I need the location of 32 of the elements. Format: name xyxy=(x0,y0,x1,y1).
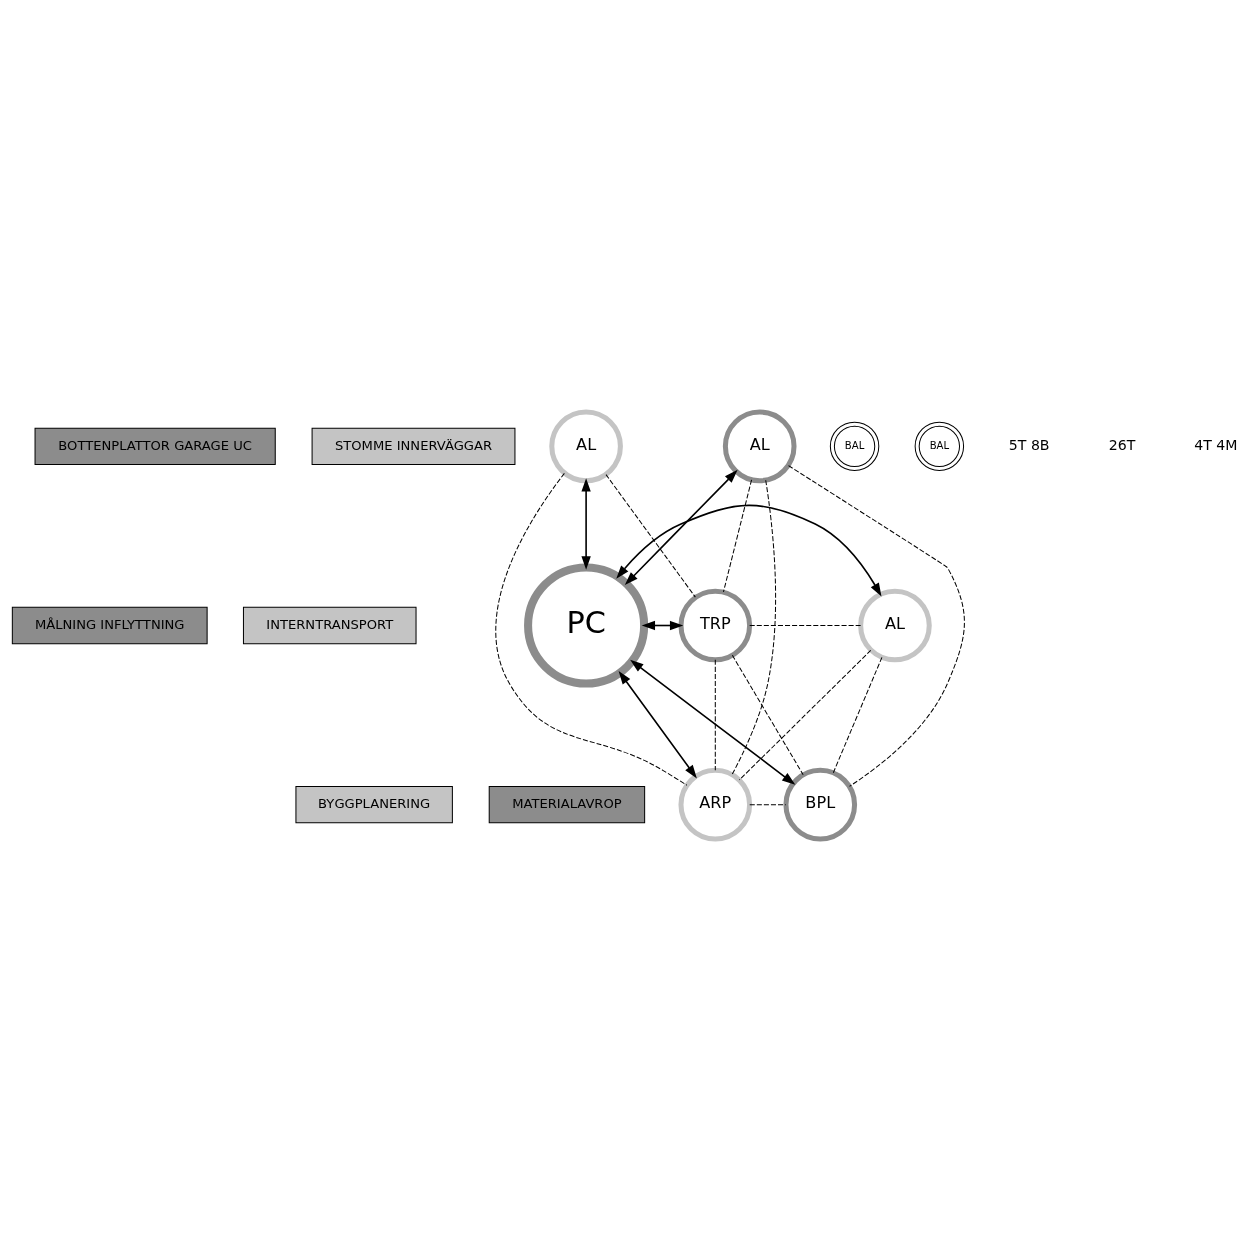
node-circle: ARP xyxy=(678,767,753,842)
node-box: INTERNTRANSPORT xyxy=(242,606,417,645)
connector xyxy=(738,649,872,781)
node-circle: BAL xyxy=(914,421,965,472)
node-box: STOMME INNERVÄGGAR xyxy=(311,427,516,466)
connector xyxy=(749,625,862,626)
connector xyxy=(788,465,965,787)
connector xyxy=(722,479,753,593)
connector xyxy=(714,659,716,771)
connector xyxy=(731,479,777,776)
node-circle: TRP xyxy=(678,588,753,663)
arrow xyxy=(618,671,697,779)
connector xyxy=(749,804,787,806)
connector xyxy=(495,472,688,786)
arrow xyxy=(624,469,738,585)
arrow xyxy=(616,504,882,597)
node-circle: AL xyxy=(549,409,623,484)
connector xyxy=(605,474,696,598)
node-box: BOTTENPLATTOR GARAGE UC xyxy=(34,427,276,466)
node-box: MÅLNING INFLYTTNING xyxy=(11,606,208,645)
label: 4T 4M xyxy=(1194,437,1238,454)
label: 26T xyxy=(1108,437,1136,454)
label: 5T 8B xyxy=(1008,437,1050,454)
node-box: BYGGPLANERING xyxy=(295,785,453,824)
arrow xyxy=(630,659,796,785)
arrow xyxy=(581,478,591,570)
node-circle: BAL xyxy=(829,421,880,472)
connector xyxy=(832,656,883,774)
arrow xyxy=(641,620,684,631)
node-box: MATERIALAVROP xyxy=(488,785,646,824)
node-circle: AL xyxy=(858,588,932,663)
connector xyxy=(731,654,804,776)
